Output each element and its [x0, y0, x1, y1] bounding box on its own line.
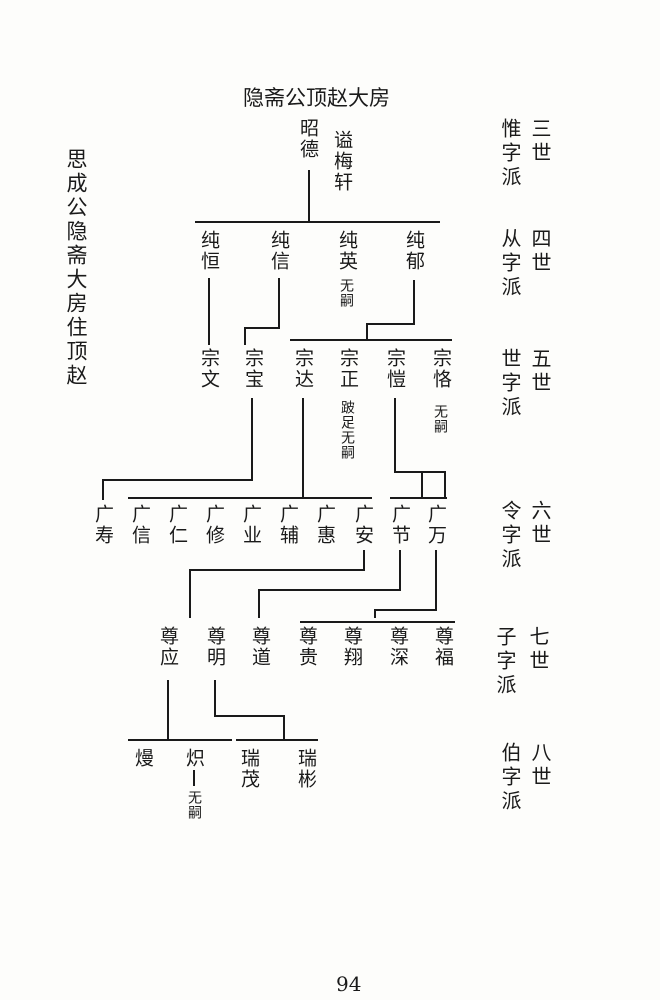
branch-label: 惟字派 — [498, 118, 522, 190]
person-node: 广仁 — [166, 504, 188, 546]
person-node: 尊道 — [249, 626, 271, 668]
person-node: 宗文 — [198, 348, 220, 390]
connector — [214, 680, 285, 740]
person-node: 广安 — [352, 504, 374, 546]
person-node: 广万 — [425, 504, 447, 546]
branch-label: 从字派 — [498, 228, 522, 300]
no-heir-note: 无嗣 — [338, 278, 354, 308]
posthumous-name: 谥梅轩 — [331, 130, 353, 193]
person-node: 宗愷 — [384, 348, 406, 390]
connector — [244, 278, 280, 345]
generation-label: 四世 — [528, 228, 552, 276]
connector — [102, 398, 253, 500]
no-heir-note: 跛足无嗣 — [339, 400, 355, 460]
generation-label: 五世 — [528, 348, 552, 396]
connector — [394, 398, 446, 498]
branch-label: 令字派 — [498, 500, 522, 572]
person-node: 纯信 — [268, 230, 290, 272]
person-node: 瑞彬 — [295, 748, 317, 790]
person-node: 尊应 — [157, 626, 179, 668]
side-note: 思成公隐斋大房住顶赵 — [64, 148, 88, 388]
connector — [366, 280, 415, 340]
person-node: 宗达 — [292, 348, 314, 390]
person-node: 尊翔 — [341, 626, 363, 668]
page-title: 隐斋公顶赵大房 — [243, 86, 390, 110]
person-node: 广节 — [389, 504, 411, 546]
person-node: 广辅 — [277, 504, 299, 546]
person-node: 宗恪 — [430, 348, 452, 390]
connector — [189, 550, 365, 618]
person-node: 广惠 — [314, 504, 336, 546]
connector — [258, 550, 401, 618]
generation-label: 六世 — [528, 500, 552, 548]
person-node: 宗正 — [337, 348, 359, 390]
person-node: 广业 — [240, 504, 262, 546]
generation-label: 八世 — [528, 742, 552, 790]
person-node: 纯英 — [336, 230, 358, 272]
generation-label: 七世 — [526, 626, 550, 674]
person-node: 炽 — [183, 748, 205, 769]
branch-label: 子字派 — [493, 626, 517, 698]
no-heir-note: 无嗣 — [432, 404, 448, 434]
person-node: 纯郁 — [403, 230, 425, 272]
branch-label: 伯字派 — [498, 742, 522, 814]
person-node: 尊贵 — [296, 626, 318, 668]
person-node: 广修 — [203, 504, 225, 546]
branch-label: 世字派 — [498, 348, 522, 420]
person-node: 尊福 — [432, 626, 454, 668]
connector — [374, 550, 437, 618]
generation-label: 三世 — [528, 118, 552, 166]
person-node: 熳 — [132, 748, 154, 769]
person-node: 瑞茂 — [238, 748, 260, 790]
person-node: 广寿 — [92, 504, 114, 546]
no-heir-note: 无嗣 — [186, 790, 202, 820]
page-number: 94 — [336, 972, 362, 996]
person-node: 纯恒 — [198, 230, 220, 272]
person-node: 广信 — [129, 504, 151, 546]
person-node: 尊明 — [204, 626, 226, 668]
person-node: 尊深 — [387, 626, 409, 668]
person-zhaode: 昭德 — [297, 118, 319, 160]
person-node: 宗宝 — [242, 348, 264, 390]
